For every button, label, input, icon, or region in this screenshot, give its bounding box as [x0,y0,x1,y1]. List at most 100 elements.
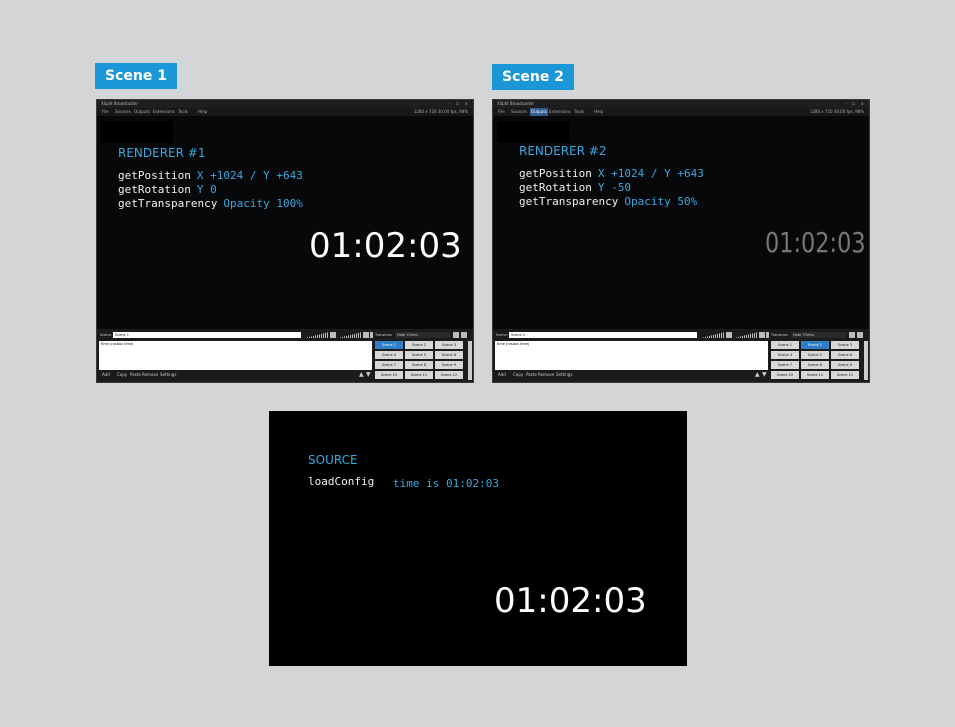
scene-2-label: Scene 2 [492,64,574,90]
source-list[interactable]: time (rosbox time) [99,341,372,370]
scene-button-3[interactable]: Scene 3 [435,341,463,349]
move-down-icon[interactable]: ▼ [762,371,767,378]
scene-button-6[interactable]: Scene 6 [831,351,859,359]
transition-label: Transition [771,333,788,337]
prop-value: X +1024 / Y +643 [196,169,303,182]
remove-button[interactable]: Remove [538,372,555,377]
transition-menu-icon[interactable] [857,332,863,338]
menu-help[interactable]: Help [594,109,604,114]
menu-extensions[interactable]: Extensions [153,109,175,114]
menu-outputs[interactable]: Outputs [530,108,548,116]
scene-button-12[interactable]: Scene 12 [435,371,463,379]
transition-select[interactable]: Fade 700ms [791,332,846,338]
scene-button-8[interactable]: Scene 8 [801,361,829,369]
scene-button-4[interactable]: Scene 4 [771,351,799,359]
window-controls[interactable]: - ☐ × [449,101,470,106]
copy-button[interactable]: Copy [117,372,128,377]
scene-button-10[interactable]: Scene 10 [375,371,403,379]
preview-overlay [101,121,173,143]
scene-button-1[interactable]: Scene 1 [375,341,403,349]
speaker-icon[interactable] [759,332,765,338]
scene-name-field[interactable]: Scene 2 [509,332,697,338]
prop-value: Opacity 50% [624,195,698,208]
add-button[interactable]: Add [498,372,506,377]
source-item[interactable]: time (rosbox time) [497,342,530,346]
scene-button-3[interactable]: Scene 3 [831,341,859,349]
mic-icon[interactable] [726,332,732,338]
settings-button[interactable]: Settings [556,372,573,377]
window-controls[interactable]: - ☐ × [845,101,866,106]
speaker-volume-slider[interactable] [338,332,362,338]
control-panel: Scene: Scene 1 time (rosbox time) Add Co… [97,329,473,382]
menu-help[interactable]: Help [198,109,208,114]
add-button[interactable]: Add [102,372,110,377]
scene-button-9[interactable]: Scene 9 [831,361,859,369]
source-item[interactable]: time (rosbox time) [101,342,134,346]
transition-bar: Transition Fade 700ms [771,332,868,338]
renderer-title: RENDERER #1 [118,146,206,160]
scene-button-6[interactable]: Scene 6 [435,351,463,359]
scene-button-9[interactable]: Scene 9 [435,361,463,369]
settings-button[interactable]: Settings [160,372,177,377]
scene-button-7[interactable]: Scene 7 [375,361,403,369]
remove-button[interactable]: Remove [142,372,159,377]
preview-overlay [497,121,569,143]
scene-button-10[interactable]: Scene 10 [771,371,799,379]
title-bar: XSplit Broadcaster - ☐ × [97,100,473,108]
copy-button[interactable]: Copy [513,372,524,377]
menu-tools[interactable]: Tools [178,109,188,114]
scene-button-5[interactable]: Scene 5 [405,351,433,359]
load-config-call: loadConfig [308,475,375,488]
move-up-icon[interactable]: ▲ [359,371,364,378]
mic-icon[interactable] [330,332,336,338]
scene-button-1[interactable]: Scene 1 [771,341,799,349]
settings-icon[interactable] [766,332,769,338]
speaker-volume-slider[interactable] [734,332,758,338]
scene-button-4[interactable]: Scene 4 [375,351,403,359]
scene-grid: Scene 1 Scene 2 Scene 3 Scene 4 Scene 5 … [375,341,465,379]
scene-button-2[interactable]: Scene 2 [405,341,433,349]
transition-gear-icon[interactable] [453,332,459,338]
stream-status: 1280 x 720 30.00 fps, 98% [413,109,468,114]
speaker-icon[interactable] [363,332,369,338]
scene-button-2[interactable]: Scene 2 [801,341,829,349]
prop-name: getRotation [118,183,191,196]
transition-menu-icon[interactable] [461,332,467,338]
scene-button-8[interactable]: Scene 8 [405,361,433,369]
mic-volume-slider[interactable] [305,332,329,338]
transition-gear-icon[interactable] [849,332,855,338]
source-toolbar: Add Copy Paste Remove Settings ▲ ▼ [99,371,372,379]
menu-sources[interactable]: Sources [511,109,527,114]
scene-grid: Scene 1 Scene 2 Scene 3 Scene 4 Scene 5 … [771,341,861,379]
scene-button-12[interactable]: Scene 12 [831,371,859,379]
menu-tools[interactable]: Tools [574,109,584,114]
paste-button[interactable]: Paste [526,372,537,377]
move-down-icon[interactable]: ▼ [366,371,371,378]
scene-name-field[interactable]: Scene 1 [113,332,301,338]
scene-button-5[interactable]: Scene 5 [801,351,829,359]
scene-button-11[interactable]: Scene 11 [801,371,829,379]
scene-button-7[interactable]: Scene 7 [771,361,799,369]
settings-icon[interactable] [370,332,373,338]
menu-file[interactable]: File [102,109,109,114]
move-up-icon[interactable]: ▲ [755,371,760,378]
source-title: SOURCE [308,453,358,467]
menu-bar: File Sources Outputs Extensions Tools He… [493,108,869,116]
scene-scrollbar[interactable] [864,341,868,380]
paste-button[interactable]: Paste [130,372,141,377]
menu-outputs[interactable]: Outputs [134,109,150,114]
menu-extensions[interactable]: Extensions [549,109,571,114]
prop-value: X +1024 / Y +643 [597,167,704,180]
scene-switcher: Transition Fade 700ms Scene 1 Scene 2 Sc… [771,332,868,380]
scene-scrollbar[interactable] [468,341,472,380]
transition-bar: Transition Fade 700ms [375,332,472,338]
source-list[interactable]: time (rosbox time) [495,341,768,370]
transition-select[interactable]: Fade 700ms [395,332,450,338]
scene-button-11[interactable]: Scene 11 [405,371,433,379]
mic-volume-slider[interactable] [701,332,725,338]
clock-display: 01:02:03 [309,226,462,266]
menu-sources[interactable]: Sources [115,109,131,114]
menu-file[interactable]: File [498,109,505,114]
